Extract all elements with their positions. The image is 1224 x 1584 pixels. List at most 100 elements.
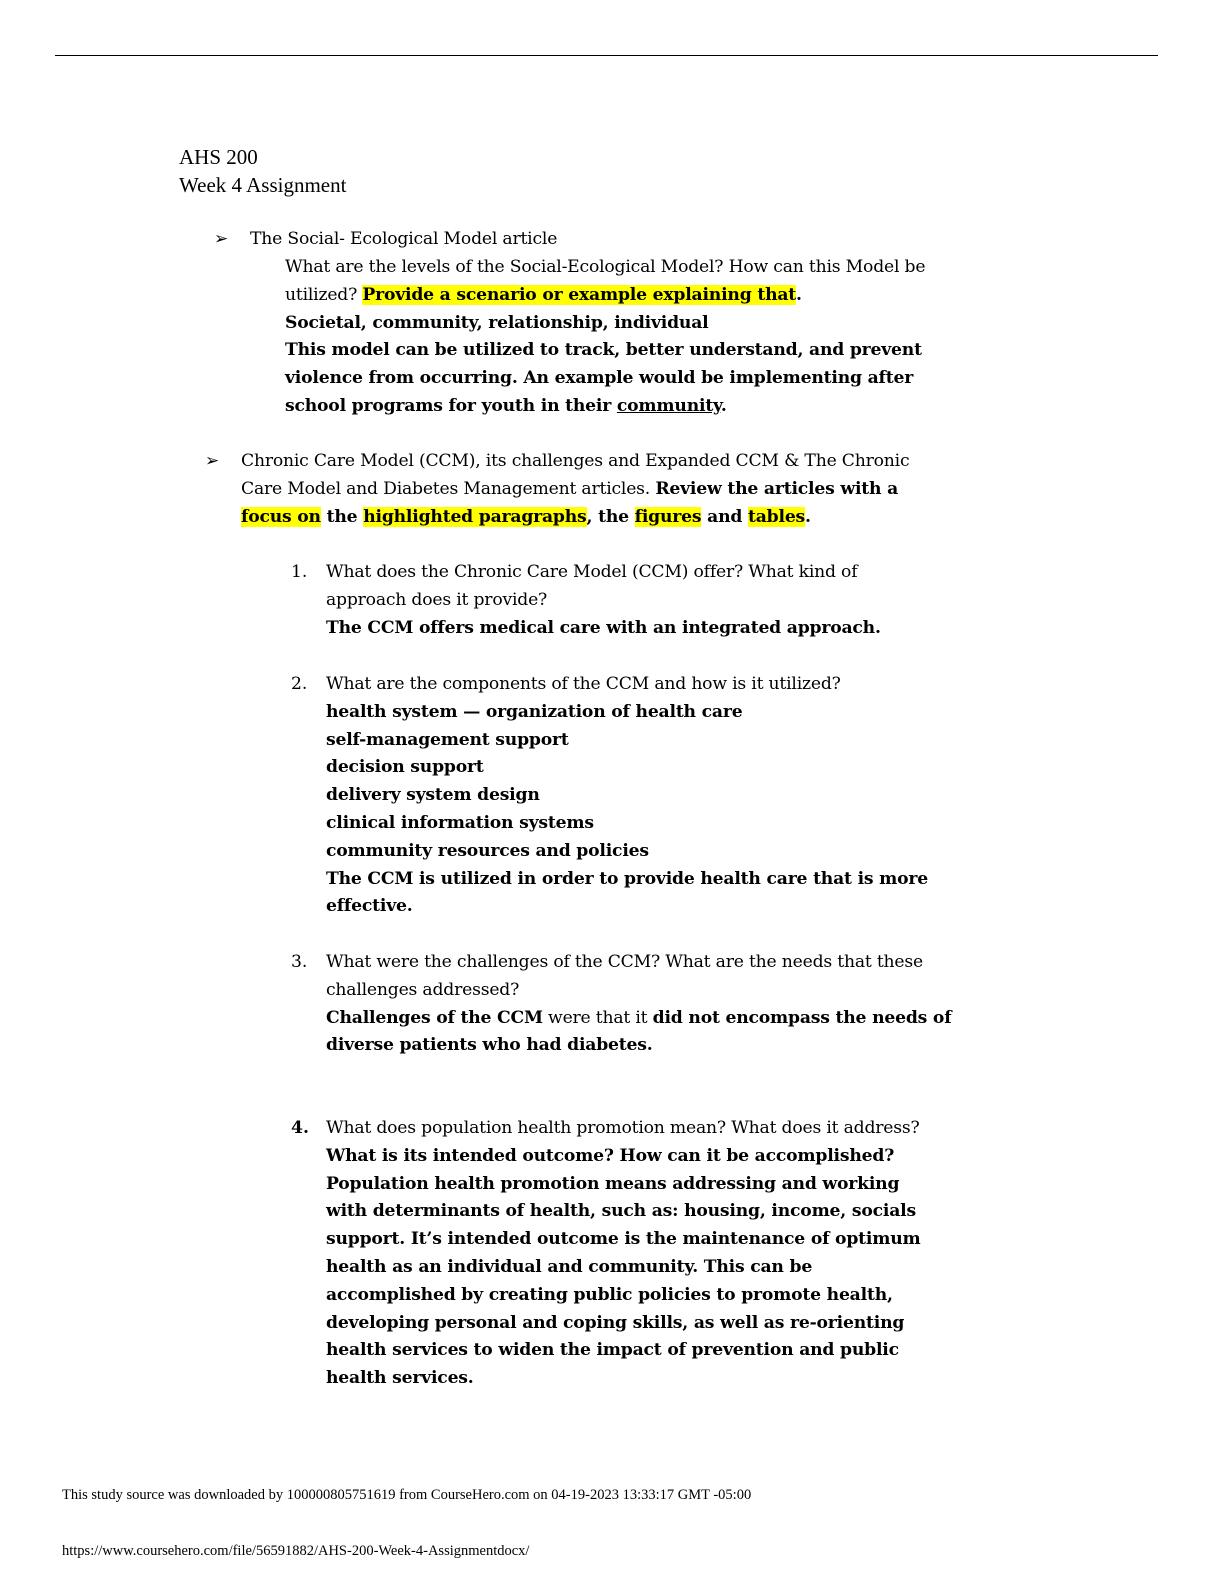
text-line: health as an individual and community. T…: [326, 1254, 920, 1282]
text-line: health system — organization of health c…: [326, 699, 928, 727]
text-line: utilized? Provide a scenario or example …: [285, 282, 925, 310]
text-run: the: [320, 506, 364, 527]
text-line: developing personal and coping skills, a…: [326, 1310, 920, 1338]
text-line: approach does it provide?: [326, 587, 881, 615]
text-run: The CCM is utilized in order to provide …: [326, 868, 928, 889]
text-run: did not encompass the needs of: [652, 1007, 952, 1028]
highlighted-text: figures: [634, 506, 702, 527]
section1-body: What are the levels of the Social-Ecolog…: [285, 254, 925, 421]
text-run: utilized?: [285, 284, 363, 305]
text-line: focus on the highlighted paragraphs, the…: [241, 504, 909, 532]
text-run: community resources and policies: [326, 840, 649, 861]
text-line: school programs for youth in their commu…: [285, 393, 925, 421]
text-line: What were the challenges of the CCM? Wha…: [326, 949, 951, 977]
arrowhead-bullet-icon: ➢: [214, 229, 229, 249]
text-line: support. It’s intended outcome is the ma…: [326, 1226, 921, 1254]
text-line: health services.: [326, 1365, 920, 1393]
text-run: Chronic Care Model (CCM), its challenges…: [241, 451, 910, 471]
text-line: What are the levels of the Social-Ecolog…: [285, 254, 925, 282]
text-line: decision support: [326, 754, 928, 782]
text-line: accomplished by creating public policies…: [326, 1282, 920, 1310]
section1-heading: The Social- Ecological Model article: [250, 226, 557, 254]
highlighted-text: highlighted paragraphs: [363, 506, 587, 527]
text-run: self-management support: [326, 729, 569, 750]
text-run: Challenges of the CCM: [326, 1007, 543, 1028]
question-4: What does population health promotion me…: [326, 1115, 921, 1393]
text-run: health services.: [326, 1368, 474, 1389]
text-line: clinical information systems: [326, 810, 928, 838]
text-line: self-management support: [326, 727, 928, 755]
text-run: approach does it provide?: [326, 589, 548, 610]
text-line: What does population health promotion me…: [326, 1115, 920, 1143]
text-line: The CCM is utilized in order to provide …: [326, 866, 928, 894]
highlighted-text: tables: [748, 506, 806, 527]
text-run: were that it: [542, 1007, 653, 1028]
text-run: effective.: [326, 896, 413, 917]
text-run: developing personal and coping skills, a…: [326, 1312, 905, 1333]
header-rule: [55, 55, 1158, 56]
text-run: Population health promotion means addres…: [326, 1173, 900, 1194]
text-run: The CCM offers medical care with an inte…: [326, 617, 881, 638]
text-run: , the: [586, 506, 635, 527]
text-run: .: [805, 506, 811, 527]
source-url[interactable]: https://www.coursehero.com/file/56591882…: [62, 1543, 530, 1559]
text-run: delivery system design: [326, 785, 540, 806]
text-line: with determinants of health, such as: ho…: [326, 1198, 920, 1226]
text-run: What does the Chronic Care Model (CCM) o…: [326, 562, 858, 582]
course-title: AHS 200: [179, 145, 258, 169]
text-run: What is its intended outcome? How can it…: [326, 1145, 895, 1166]
section2-text: Chronic Care Model (CCM), its challenges…: [241, 448, 910, 532]
text-line: Population health promotion means addres…: [326, 1171, 920, 1199]
text-run: decision support: [326, 757, 484, 778]
text-line: effective.: [326, 893, 928, 921]
text-line: What are the components of the CCM and h…: [326, 671, 928, 699]
text-run: This model can be utilized to track, bet…: [285, 340, 922, 361]
question-3: What were the challenges of the CCM? Wha…: [326, 949, 952, 1060]
text-run: school programs for youth in their: [285, 395, 617, 416]
assignment-title: Week 4 Assignment: [179, 173, 347, 197]
text-line: challenges addressed?: [326, 977, 951, 1005]
highlighted-text: focus on: [241, 506, 321, 527]
text-line: health services to widen the impact of p…: [326, 1337, 920, 1365]
text-line: The Social- Ecological Model article: [250, 226, 557, 254]
text-line: Societal, community, relationship, indiv…: [285, 310, 925, 338]
text-run: community: [616, 395, 721, 416]
text-line: diverse patients who had diabetes.: [326, 1032, 951, 1060]
text-line: What is its intended outcome? How can it…: [326, 1143, 920, 1171]
highlighted-text: Provide a scenario or example explaining…: [362, 284, 797, 305]
text-run: health services to widen the impact of p…: [326, 1340, 899, 1361]
text-line: The CCM offers medical care with an inte…: [326, 615, 881, 643]
text-run: with determinants of health, such as: ho…: [326, 1201, 916, 1222]
text-line: community resources and policies: [326, 838, 928, 866]
text-line: delivery system design: [326, 782, 928, 810]
text-run: What does population health promotion me…: [326, 1118, 920, 1138]
text-line: Challenges of the CCM were that it did n…: [326, 1005, 952, 1033]
question-number: 3.: [291, 952, 308, 972]
text-run: accomplished by creating public policies…: [326, 1284, 893, 1305]
text-run: What were the challenges of the CCM? Wha…: [326, 952, 923, 972]
text-run: The Social- Ecological Model article: [250, 229, 558, 249]
question-1: What does the Chronic Care Model (CCM) o…: [326, 559, 881, 642]
text-run: health system — organization of health c…: [326, 701, 743, 722]
text-run: What are the components of the CCM and h…: [326, 674, 841, 694]
question-number: 2.: [291, 674, 308, 694]
question-number: 1.: [291, 562, 308, 582]
arrowhead-bullet-icon: ➢: [205, 451, 220, 471]
text-run: What are the levels of the Social-Ecolog…: [285, 257, 926, 277]
text-run: violence from occurring. An example woul…: [285, 368, 914, 389]
text-run: .: [796, 284, 802, 305]
text-run: clinical information systems: [326, 812, 594, 833]
text-line: Chronic Care Model (CCM), its challenges…: [241, 448, 910, 476]
text-run: challenges addressed?: [326, 979, 520, 1000]
text-line: This model can be utilized to track, bet…: [285, 337, 925, 365]
download-notice: This study source was downloaded by 1000…: [62, 1487, 752, 1503]
question-number: 4.: [291, 1118, 309, 1138]
question-2: What are the components of the CCM and h…: [326, 671, 928, 921]
text-line: violence from occurring. An example woul…: [285, 365, 925, 393]
text-line: Care Model and Diabetes Management artic…: [241, 476, 909, 504]
text-run: Care Model and Diabetes Management artic…: [241, 478, 656, 499]
text-line: What does the Chronic Care Model (CCM) o…: [326, 559, 881, 587]
text-run: support. It’s intended outcome is the ma…: [326, 1229, 921, 1250]
text-run: Societal, community, relationship, indiv…: [285, 312, 709, 333]
text-run: Review the articles with a: [655, 478, 899, 499]
